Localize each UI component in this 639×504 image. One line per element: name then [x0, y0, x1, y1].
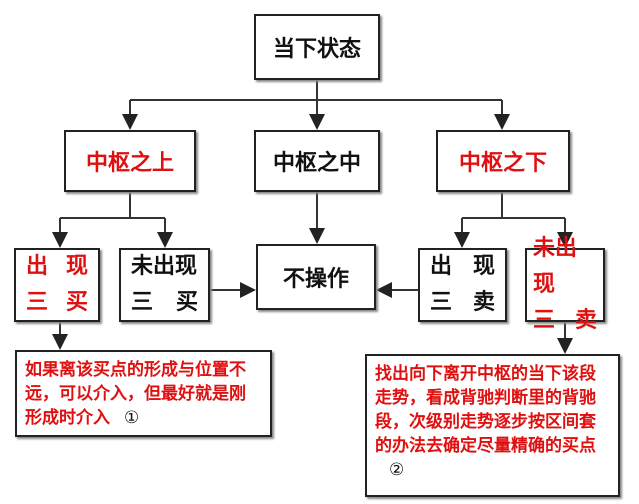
- box-third-sell-absent: 未出现 三卖: [525, 236, 605, 333]
- text: 买: [175, 290, 198, 315]
- box-third-sell-appears: 出现 三卖: [418, 248, 507, 322]
- box-third-buy-appears: 出现 三买: [14, 248, 100, 322]
- text: 三: [430, 290, 453, 315]
- note-marker: ②: [389, 460, 405, 480]
- box-no-action: 不操作: [256, 244, 376, 310]
- text: 卖: [472, 290, 495, 315]
- text: 现: [65, 254, 88, 279]
- box-below-pivot: 中枢之下: [436, 130, 570, 192]
- note-right-text: 找出向下离开中枢的当下该段走势，看成背驰判断里的背驰段，次级别走势逐步按区间套的…: [375, 364, 596, 456]
- text: 现: [472, 254, 495, 279]
- note-marker: ①: [124, 408, 140, 428]
- text: 三: [533, 308, 556, 333]
- box-above-pivot: 中枢之上: [64, 130, 196, 192]
- text: 三: [131, 290, 154, 315]
- below-connector: [462, 192, 565, 219]
- root-box: 当下状态: [254, 14, 380, 80]
- above-connector: [60, 192, 165, 219]
- text: 未出现: [533, 236, 578, 297]
- text: 三: [26, 290, 49, 315]
- note-right: 找出向下离开中枢的当下该段走势，看成背驰判断里的背驰段，次级别走势逐步按区间套的…: [365, 354, 620, 497]
- text: 出: [430, 254, 453, 279]
- text: 出: [26, 254, 49, 279]
- box-third-buy-absent: 未出现 三买: [119, 248, 210, 322]
- box-in-pivot: 中枢之中: [254, 130, 380, 192]
- text: 未出现: [131, 254, 198, 279]
- root-connector: [130, 80, 502, 101]
- text: 买: [65, 290, 88, 315]
- text: 卖: [574, 308, 597, 333]
- note-left-text: 如果离该买点的形成与位置不远，可以介入，但最好就是刚形成时介入: [25, 360, 246, 428]
